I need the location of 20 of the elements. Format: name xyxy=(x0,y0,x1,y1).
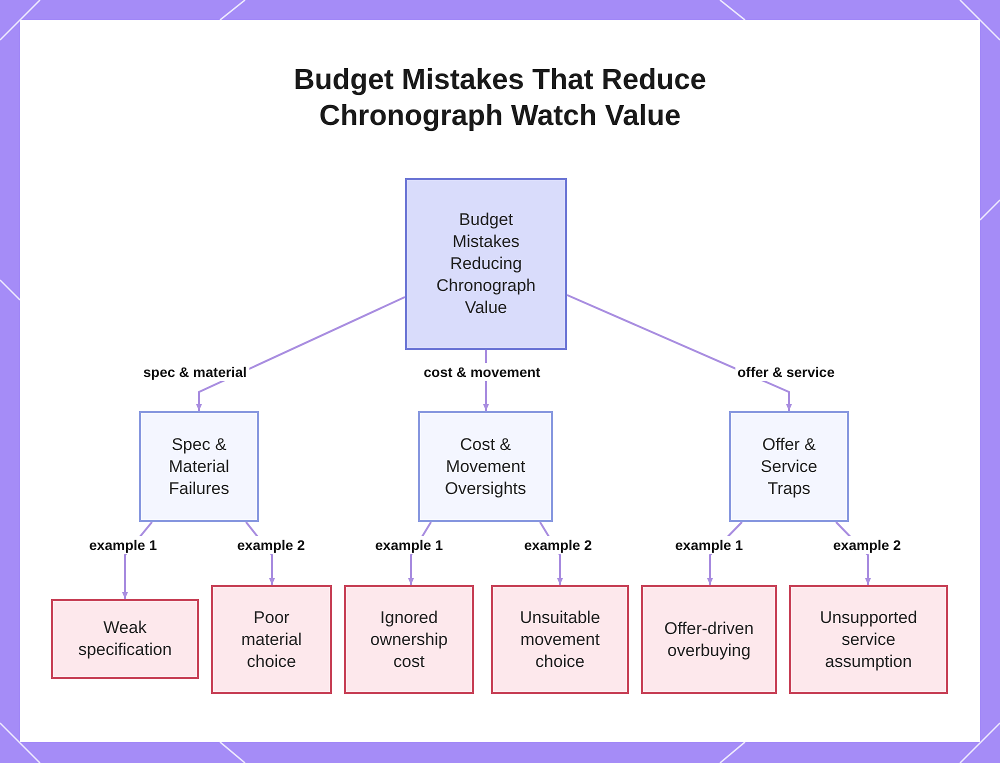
edge-label: example 1 xyxy=(673,536,745,554)
edge-label: example 2 xyxy=(831,536,903,554)
node-box: Ignored ownership cost xyxy=(344,585,474,694)
node-box: Weak specification xyxy=(51,599,199,679)
node-box: Unsupported service assumption xyxy=(789,585,948,694)
node-box: Unsuitable movement choice xyxy=(491,585,629,694)
edge-label: example 1 xyxy=(87,536,159,554)
node-box: Offer & Service Traps xyxy=(729,411,849,522)
connector-arrow xyxy=(196,296,406,411)
edge-label: example 2 xyxy=(522,536,594,554)
connector-arrow xyxy=(566,294,792,411)
node-box: Poor material choice xyxy=(211,585,332,694)
edge-label: example 1 xyxy=(373,536,445,554)
node-box: Offer-driven overbuying xyxy=(641,585,777,694)
edge-label: example 2 xyxy=(235,536,307,554)
diagram-title: Budget Mistakes That Reduce Chronograph Watch Value xyxy=(292,63,708,134)
node-box: Cost & Movement Oversights xyxy=(418,411,553,522)
node-box: Budget Mistakes Reducing Chronograph Value xyxy=(405,178,567,350)
edge-label: cost & movement xyxy=(422,363,542,381)
node-box: Spec & Material Failures xyxy=(139,411,259,522)
